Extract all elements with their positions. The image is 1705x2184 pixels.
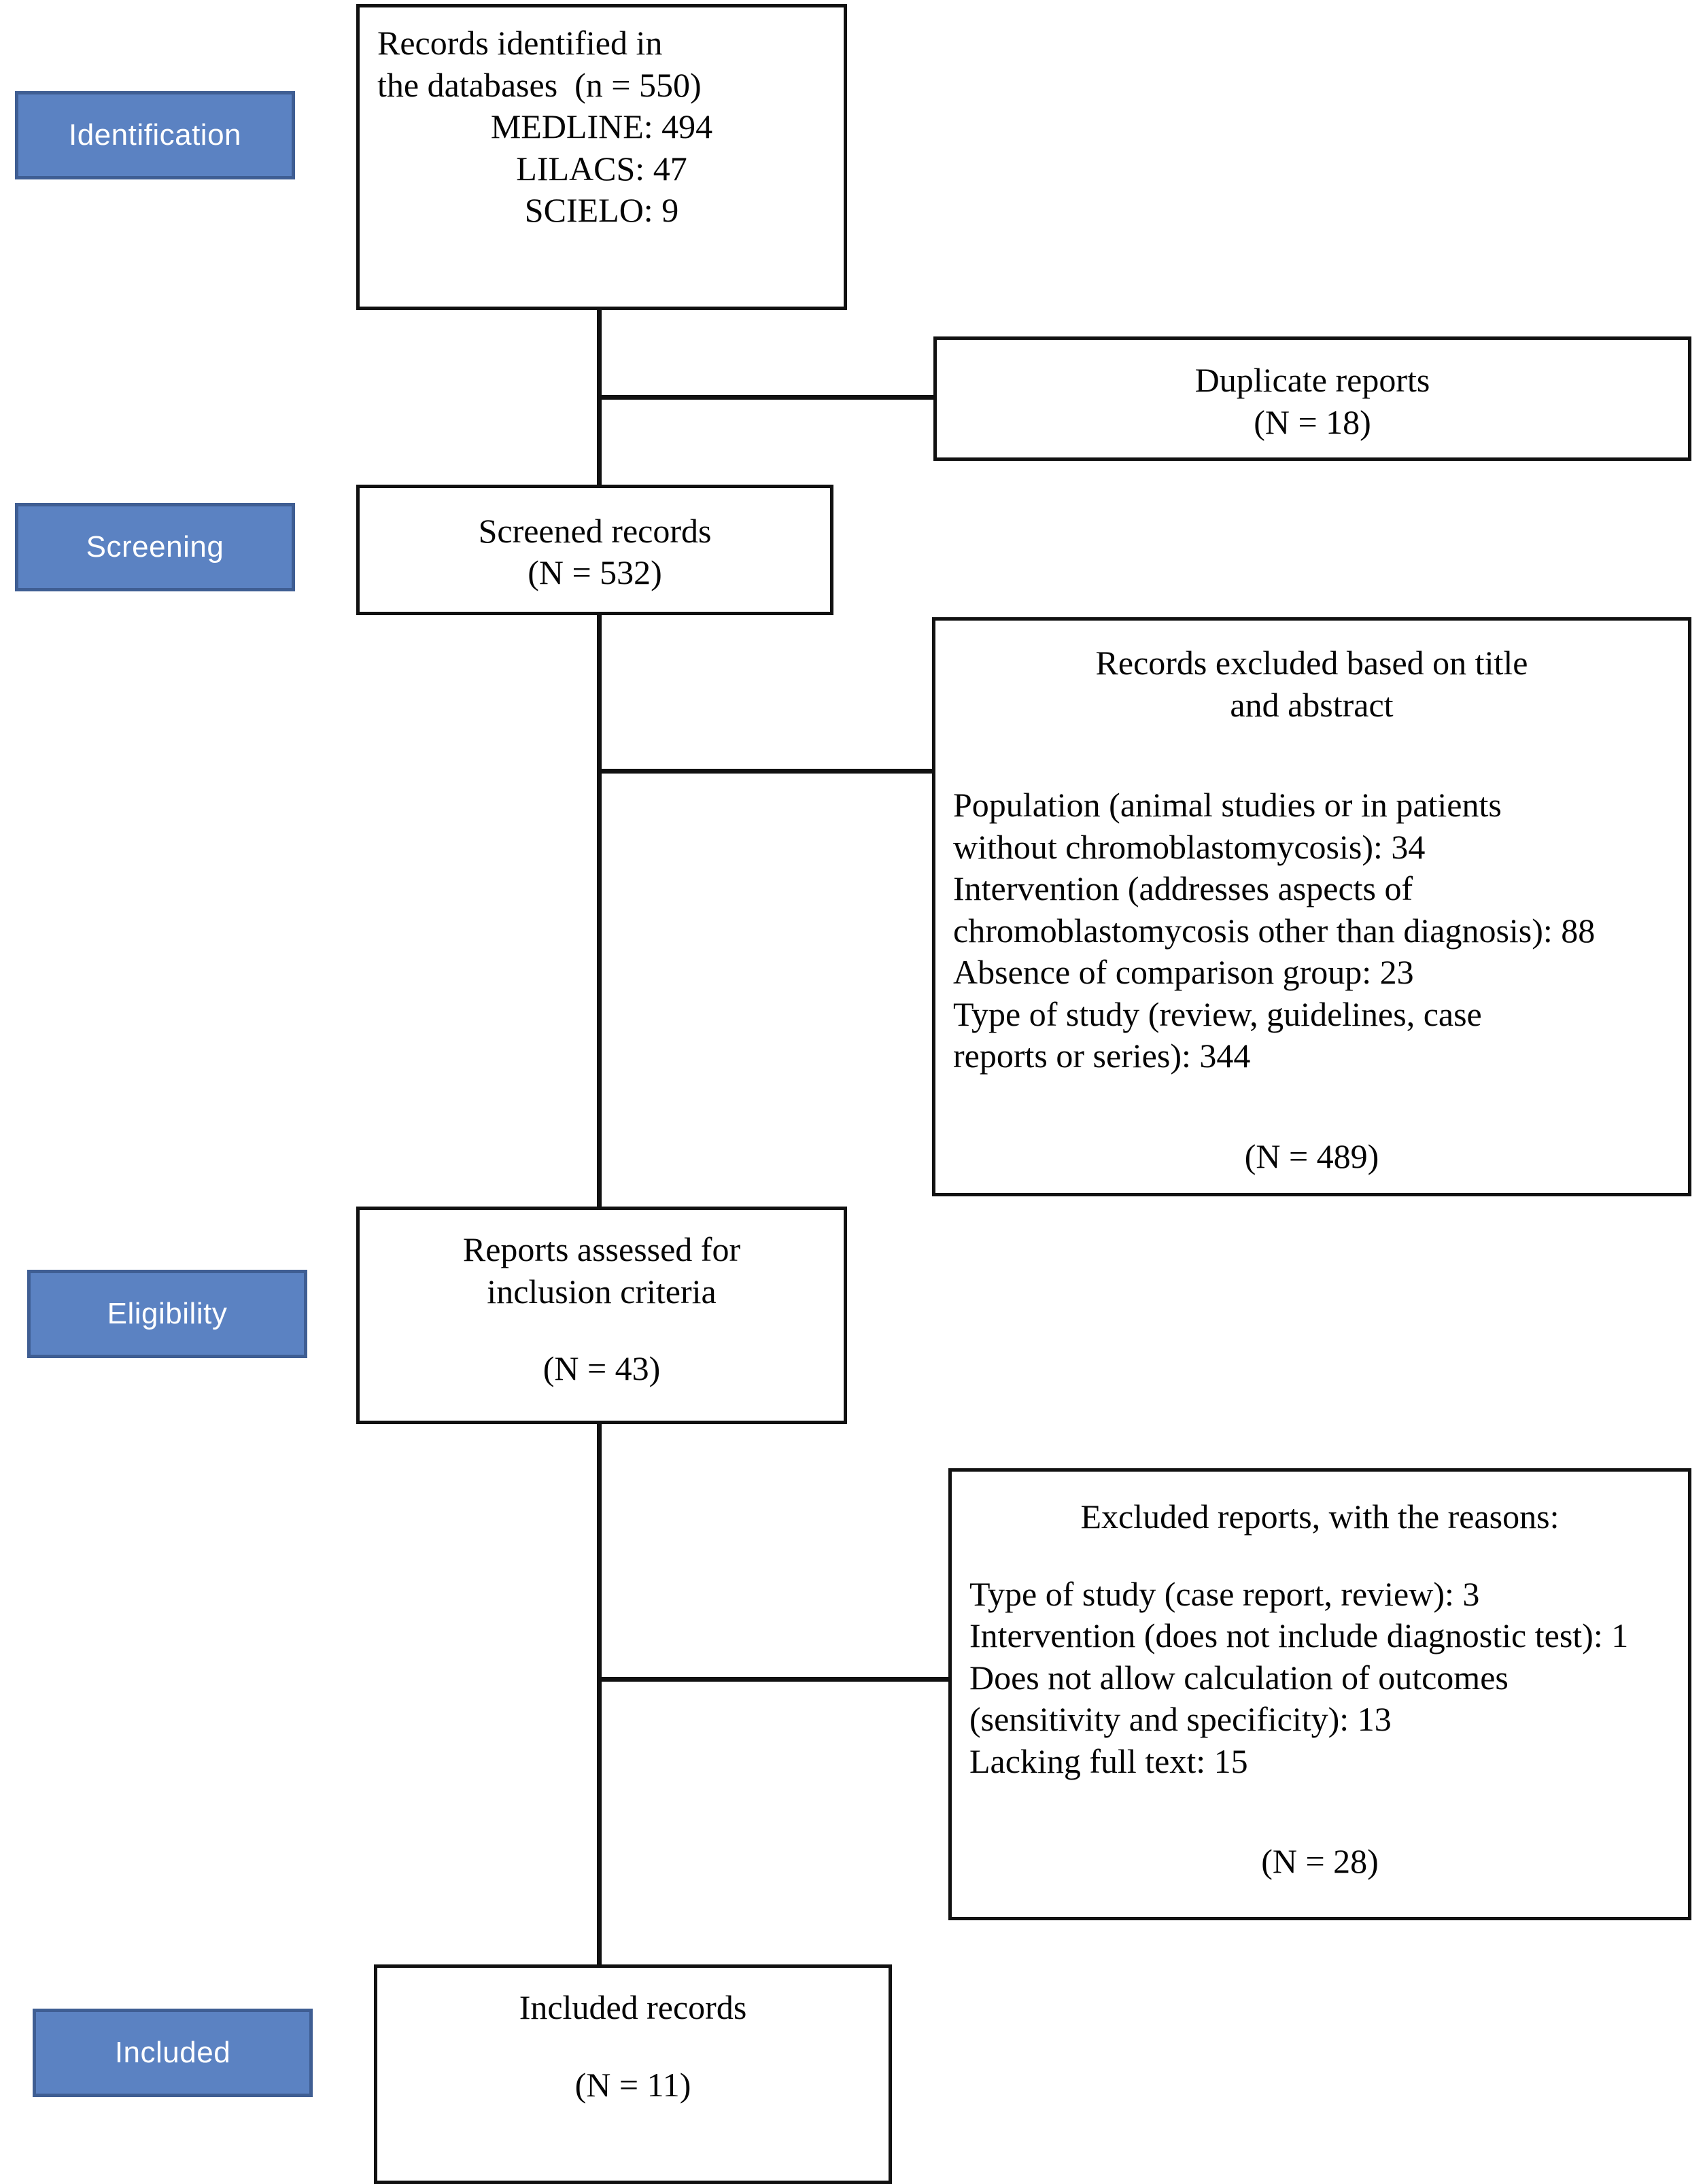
connector-to-duplicates xyxy=(597,395,935,400)
excluded-ft-reason-line-4: (sensitivity and specificity): 13 xyxy=(969,1700,1392,1738)
excluded-reason-line-7: reports or series): 344 xyxy=(953,1037,1251,1075)
connector-to-excluded-title-abstract xyxy=(597,769,935,774)
reports-assessed-count: (N = 43) xyxy=(542,1349,661,1387)
box-records-identified: Records identified in the databases (n =… xyxy=(356,4,847,310)
excluded-full-text-heading-wrap: Excluded reports, with the reasons: xyxy=(952,1496,1688,1538)
box-excluded-reports-reasons: Excluded reports, with the reasons: Type… xyxy=(948,1468,1691,1920)
reports-assessed-line-1: Reports assessed for xyxy=(462,1230,741,1268)
excluded-title-abstract-total-wrap: (N = 489) xyxy=(935,1136,1688,1178)
excluded-full-text-total: (N = 28) xyxy=(1261,1842,1379,1880)
box-records-excluded-title-abstract: Records excluded based on title and abst… xyxy=(932,617,1691,1196)
stage-chip-included: Included xyxy=(33,2009,313,2097)
duplicate-reports-lines: Duplicate reports (N = 18) xyxy=(937,360,1688,443)
excluded-ft-reason-line-3: Does not allow calculation of outcomes xyxy=(969,1658,1509,1697)
screened-records-line-1: Screened records xyxy=(478,511,712,550)
excluded-ft-reason-line-5: Lacking full text: 15 xyxy=(969,1741,1248,1780)
records-identified-line-3: MEDLINE: 494 xyxy=(490,107,713,145)
stage-label-included: Included xyxy=(114,2036,231,2069)
excluded-reason-line-1: Population (animal studies or in patient… xyxy=(953,786,1502,824)
included-records-count: (N = 11) xyxy=(574,2065,691,2104)
screened-records-count: (N = 532) xyxy=(528,553,662,591)
stage-chip-identification: Identification xyxy=(15,91,295,179)
excluded-title-abstract-heading-line-2: and abstract xyxy=(1230,685,1394,724)
excluded-full-text-total-wrap: (N = 28) xyxy=(952,1841,1688,1883)
connector-screened-to-eligibility xyxy=(597,615,602,1207)
box-reports-assessed: Reports assessed for inclusion criteria … xyxy=(356,1207,847,1424)
reports-assessed-total-wrap: (N = 43) xyxy=(360,1348,844,1390)
stage-label-eligibility: Eligibility xyxy=(107,1297,228,1330)
records-identified-line-1: Records identified in xyxy=(377,24,663,62)
stage-label-screening: Screening xyxy=(86,530,224,564)
connector-eligibility-to-included xyxy=(597,1424,602,1968)
included-records-line-1: Included records xyxy=(519,1988,747,2026)
stage-chip-eligibility: Eligibility xyxy=(27,1270,307,1358)
screened-records-lines: Screened records (N = 532) xyxy=(360,510,830,594)
excluded-reason-line-6: Type of study (review, guidelines, case xyxy=(953,994,1482,1033)
excluded-full-text-reasons: Type of study (case report, review): 3 I… xyxy=(952,1574,1688,1783)
excluded-ft-reason-line-1: Type of study (case report, review): 3 xyxy=(969,1574,1480,1613)
box-screened-records: Screened records (N = 532) xyxy=(356,485,833,615)
connector-to-excluded-full-text xyxy=(597,1677,952,1682)
included-records-lines: Included records xyxy=(377,1987,889,2029)
excluded-reason-line-4: chromoblastomycosis other than diagnosis… xyxy=(953,911,1596,950)
records-identified-line-5: SCIELO: 9 xyxy=(524,191,679,229)
excluded-title-abstract-heading: Records excluded based on title and abst… xyxy=(935,642,1688,726)
duplicate-reports-count: (N = 18) xyxy=(1254,402,1371,441)
excluded-title-abstract-reasons: Population (animal studies or in patient… xyxy=(935,784,1688,1077)
excluded-reason-line-5: Absence of comparison group: 23 xyxy=(953,953,1414,991)
excluded-title-abstract-total: (N = 489) xyxy=(1244,1137,1379,1175)
box-duplicate-reports: Duplicate reports (N = 18) xyxy=(933,336,1691,461)
included-records-total-wrap: (N = 11) xyxy=(377,2064,889,2107)
records-identified-line-4: LILACS: 47 xyxy=(516,149,687,188)
reports-assessed-lines: Reports assessed for inclusion criteria xyxy=(360,1229,844,1313)
excluded-full-text-heading: Excluded reports, with the reasons: xyxy=(1080,1497,1560,1536)
excluded-title-abstract-heading-line-1: Records excluded based on title xyxy=(1095,644,1528,682)
duplicate-reports-line-1: Duplicate reports xyxy=(1194,361,1430,399)
stage-label-identification: Identification xyxy=(68,118,242,152)
stage-chip-screening: Screening xyxy=(15,503,295,591)
reports-assessed-line-2: inclusion criteria xyxy=(487,1272,717,1311)
records-identified-line-2: the databases (n = 550) xyxy=(377,65,702,104)
excluded-ft-reason-line-2: Intervention (does not include diagnosti… xyxy=(969,1616,1629,1654)
records-identified-lines: Records identified in the databases (n =… xyxy=(360,22,844,232)
excluded-reason-line-3: Intervention (addresses aspects of xyxy=(953,869,1413,907)
box-included-records: Included records (N = 11) xyxy=(374,1964,892,2184)
excluded-reason-line-2: without chromoblastomycosis): 34 xyxy=(953,827,1426,866)
